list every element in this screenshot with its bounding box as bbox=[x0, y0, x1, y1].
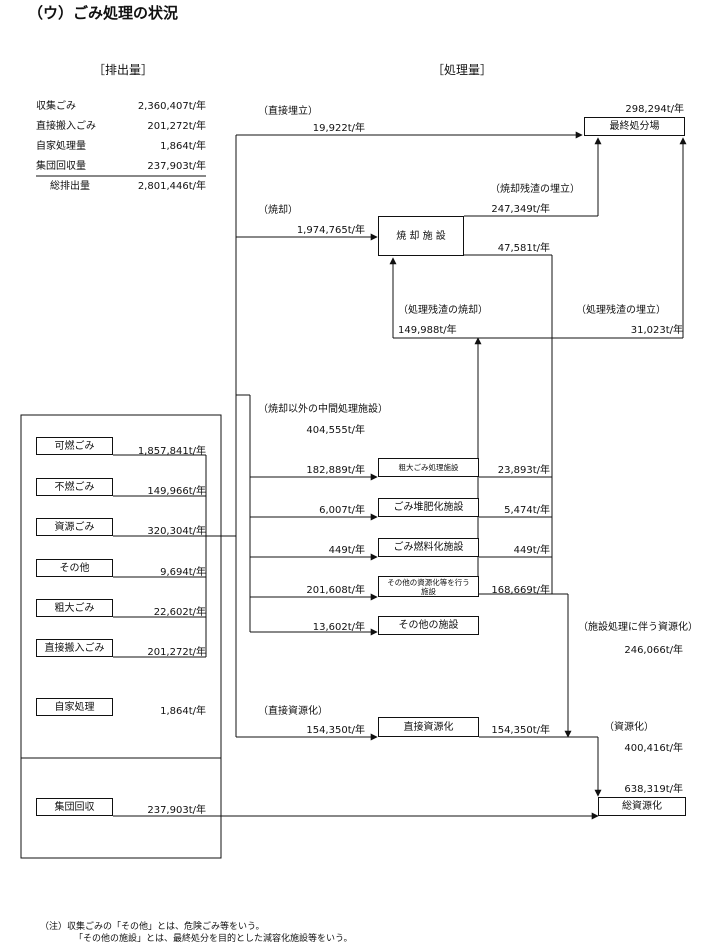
source-box: 資源ごみ bbox=[36, 518, 113, 536]
residue-incineration-label: （処理残渣の焼却） bbox=[398, 305, 488, 316]
facility-in-value: 449t/年 bbox=[328, 545, 365, 556]
summary-total-label: 総排出量 bbox=[50, 181, 90, 192]
facility-box: その他の施設 bbox=[378, 616, 479, 635]
residue-landfill2-label: （処理残渣の埋立） bbox=[576, 305, 666, 316]
residue-landfill-label: （焼却残渣の埋立） bbox=[490, 184, 580, 195]
direct-recycling-label: （直接資源化） bbox=[258, 706, 328, 717]
facility-in-value: 182,889t/年 bbox=[306, 465, 365, 476]
source-value: 320,304t/年 bbox=[147, 526, 206, 537]
summary-label: 自家処理量 bbox=[36, 141, 86, 152]
source-value: 201,272t/年 bbox=[147, 647, 206, 658]
source-value: 9,694t/年 bbox=[160, 567, 206, 578]
source-value: 1,857,841t/年 bbox=[137, 446, 206, 457]
footnote: 「その他の施設」とは、最終処分を目的とした減容化施設等をいう。 bbox=[74, 934, 353, 944]
incineration-label: （焼却） bbox=[258, 205, 298, 216]
facility-recycling-label: （施設処理に伴う資源化） bbox=[578, 622, 698, 633]
source-box: 粗大ごみ bbox=[36, 599, 113, 617]
residue-landfill-value: 247,349t/年 bbox=[491, 204, 550, 215]
footnote: （注）収集ごみの「その他」とは、危険ごみ等をいう。 bbox=[40, 922, 265, 932]
direct-recycling-box: 直接資源化 bbox=[378, 717, 479, 737]
direct-landfill-value: 19,922t/年 bbox=[312, 123, 365, 134]
intermediate-label: （焼却以外の中間処理施設） bbox=[258, 404, 388, 415]
direct-recycling-value: 154,350t/年 bbox=[306, 725, 365, 736]
summary-total-value: 2,801,446t/年 bbox=[137, 181, 206, 192]
discharge-header: ［排出量］ bbox=[93, 63, 154, 77]
source-box: 自家処理 bbox=[36, 698, 113, 716]
source-box: 直接搬入ごみ bbox=[36, 639, 113, 657]
summary-label: 収集ごみ bbox=[36, 101, 76, 112]
facility-box: ごみ堆肥化施設 bbox=[378, 498, 479, 517]
incineration-value: 1,974,765t/年 bbox=[296, 225, 365, 236]
recycling-label: （資源化） bbox=[604, 722, 654, 733]
source-box: 不燃ごみ bbox=[36, 478, 113, 496]
facility-in-value: 6,007t/年 bbox=[319, 505, 365, 516]
summary-label: 集団回収量 bbox=[36, 161, 86, 172]
source-value: 149,966t/年 bbox=[147, 486, 206, 497]
total-recycling-box: 総資源化 bbox=[598, 797, 686, 816]
summary-value: 237,903t/年 bbox=[147, 161, 206, 172]
incinerator-box: 焼 却 施 設 bbox=[378, 216, 464, 256]
facility-recycling-value: 246,066t/年 bbox=[624, 645, 683, 656]
facility-box: その他の資源化等を行う施設 bbox=[378, 576, 479, 597]
facility-out-value: 449t/年 bbox=[513, 545, 550, 556]
direct-recycling-out-value: 154,350t/年 bbox=[491, 725, 550, 736]
final-disposal-box: 最終処分場 bbox=[584, 117, 685, 136]
recycling-value: 400,416t/年 bbox=[624, 743, 683, 754]
facility-out-value: 23,893t/年 bbox=[497, 465, 550, 476]
facility-out-value: 168,669t/年 bbox=[491, 585, 550, 596]
source-box: 可燃ごみ bbox=[36, 437, 113, 455]
summary-value: 1,864t/年 bbox=[160, 141, 206, 152]
source-value: 237,903t/年 bbox=[147, 805, 206, 816]
intermediate-value: 404,555t/年 bbox=[306, 425, 365, 436]
residue-landfill2-value: 31,023t/年 bbox=[630, 325, 683, 336]
source-value: 22,602t/年 bbox=[153, 607, 206, 618]
treatment-header: ［処理量］ bbox=[432, 63, 493, 77]
source-box: その他 bbox=[36, 559, 113, 577]
source-box: 集団回収 bbox=[36, 798, 113, 816]
source-value: 1,864t/年 bbox=[160, 706, 206, 717]
facility-in-value: 201,608t/年 bbox=[306, 585, 365, 596]
total-recycling-value: 638,319t/年 bbox=[624, 784, 683, 795]
facility-box: ごみ燃料化施設 bbox=[378, 538, 479, 557]
summary-value: 2,360,407t/年 bbox=[137, 101, 206, 112]
facility-out-value: 5,474t/年 bbox=[504, 505, 550, 516]
summary-value: 201,272t/年 bbox=[147, 121, 206, 132]
summary-label: 直接搬入ごみ bbox=[36, 121, 96, 132]
facility-in-value: 13,602t/年 bbox=[312, 622, 365, 633]
facility-box: 粗大ごみ処理施設 bbox=[378, 458, 479, 477]
final-disposal-value: 298,294t/年 bbox=[625, 104, 684, 115]
incinerator-out-value: 47,581t/年 bbox=[497, 243, 550, 254]
direct-landfill-label: （直接埋立） bbox=[258, 106, 318, 117]
page-title: （ウ）ごみ処理の状況 bbox=[28, 4, 179, 22]
residue-incineration-value: 149,988t/年 bbox=[398, 325, 457, 336]
